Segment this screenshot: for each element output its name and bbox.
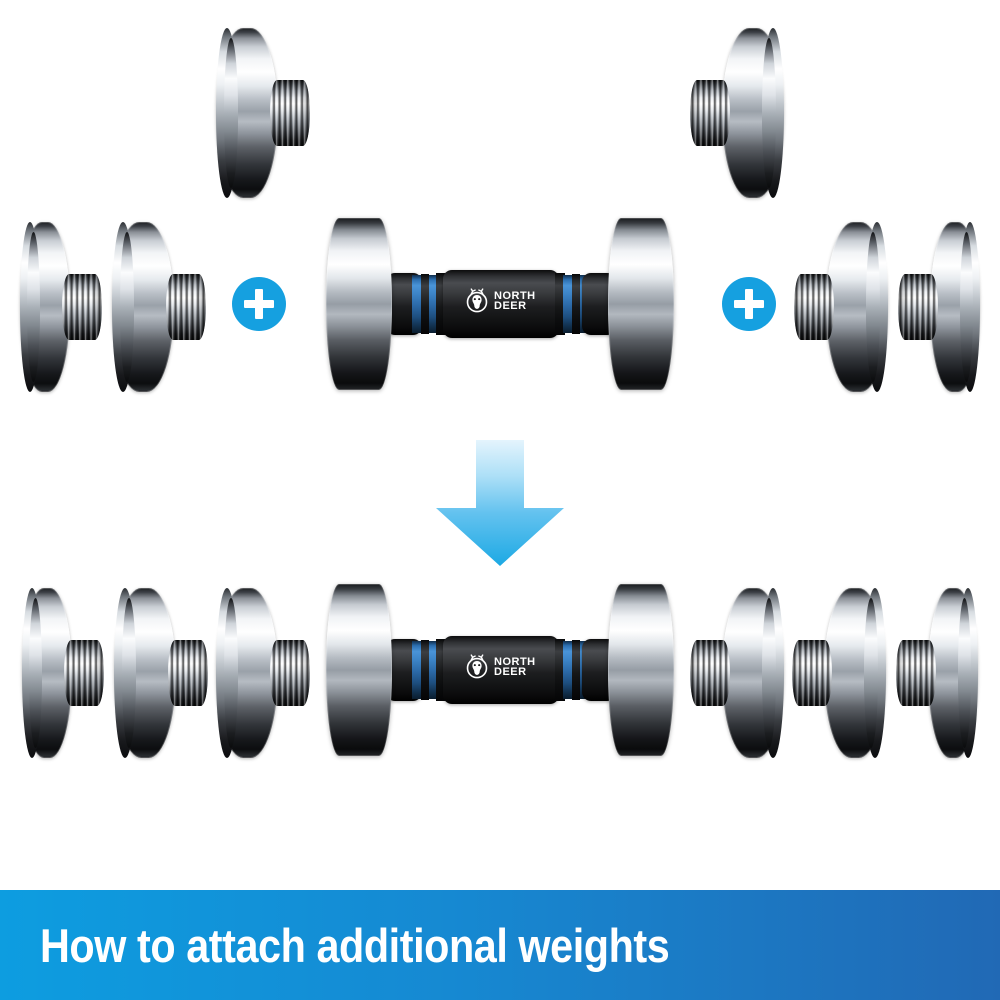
brand-name-line1: NORTH [494, 289, 536, 302]
dumbbell-end-cap-right [608, 584, 674, 756]
plate-thread-post [270, 80, 310, 146]
plus-circle-icon [232, 277, 286, 331]
dumbbell-end-cap-left [326, 218, 392, 390]
plate-inner-rim [866, 232, 880, 382]
title-banner: How to attach additional weights [0, 890, 1000, 1000]
weight-plate [114, 588, 208, 758]
plus-circle-icon [722, 277, 776, 331]
handle-divider-ring [436, 273, 446, 335]
plate-inner-rim [27, 232, 40, 382]
plate-thread-post [896, 640, 936, 706]
dumbbell-end-cap-left [326, 584, 392, 756]
deer-head-circle-icon [466, 654, 488, 679]
weight-plate [112, 222, 206, 392]
brand-wordmark: NORTH DEER [494, 655, 536, 678]
weight-plate [898, 222, 980, 392]
plate-inner-rim [960, 232, 973, 382]
plate-inner-rim [864, 598, 878, 748]
handle-divider-ring [555, 639, 565, 701]
plate-inner-rim [29, 598, 42, 748]
weight-plate [896, 588, 978, 758]
handle-divider-ring [421, 274, 429, 334]
handle-divider-ring [436, 639, 446, 701]
plate-inner-rim [224, 598, 238, 748]
plate-inner-rim [122, 598, 136, 748]
plate-thread-post [690, 80, 730, 146]
handle-divider-ring [572, 640, 580, 700]
weight-plate [20, 222, 102, 392]
dumbbell-grip [443, 636, 559, 704]
plate-thread-post [270, 640, 310, 706]
handle-divider-ring [572, 274, 580, 334]
handle-divider-ring [421, 640, 429, 700]
weight-plate [794, 222, 888, 392]
plate-thread-post [168, 640, 208, 706]
brand-logo: NORTH DEER [464, 654, 536, 680]
plus-vertical-bar [254, 288, 264, 320]
dumbbell: NORTH DEER [324, 584, 676, 756]
plate-thread-post [64, 640, 104, 706]
handle-divider-ring [555, 273, 565, 335]
weight-plate [792, 588, 886, 758]
plate-thread-post [62, 274, 102, 340]
dumbbell: NORTH DEER [324, 218, 676, 390]
plate-thread-post [690, 640, 730, 706]
brand-name-line1: NORTH [494, 655, 536, 668]
plate-inner-rim [762, 598, 776, 748]
brand-wordmark: NORTH DEER [494, 289, 536, 312]
banner-title: How to attach additional weights [40, 918, 670, 972]
weight-plate [216, 588, 310, 758]
brand-name-line2: DEER [494, 666, 527, 678]
plate-inner-rim [224, 38, 238, 188]
plate-inner-rim [958, 598, 971, 748]
plate-thread-post [166, 274, 206, 340]
weight-plate [22, 588, 104, 758]
weight-plate [216, 28, 310, 198]
arrow-down-icon [436, 440, 564, 566]
weight-plate [690, 28, 784, 198]
plate-thread-post [898, 274, 938, 340]
dumbbell-grip [443, 270, 559, 338]
brand-name-line2: DEER [494, 300, 527, 312]
plate-thread-post [792, 640, 832, 706]
deer-head-circle-icon [466, 288, 488, 313]
brand-logo: NORTH DEER [464, 288, 536, 314]
plus-vertical-bar [744, 288, 754, 320]
weight-plate [690, 588, 784, 758]
dumbbell-end-cap-right [608, 218, 674, 390]
plate-inner-rim [120, 232, 134, 382]
plate-thread-post [794, 274, 834, 340]
plate-inner-rim [762, 38, 776, 188]
